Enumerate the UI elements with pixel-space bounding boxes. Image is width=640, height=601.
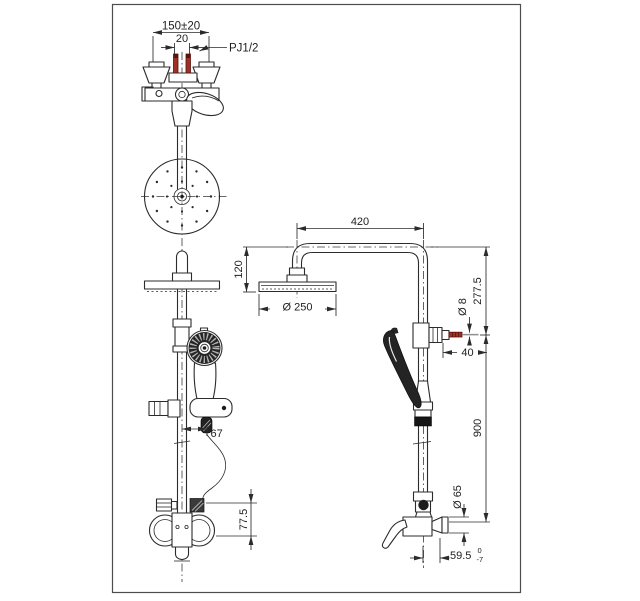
rain-head-side [258, 281, 337, 293]
dim-supply-width: 150±20 [162, 21, 200, 33]
dim-wall-offset-tol-lo: -7 [477, 555, 484, 564]
supply-inlet-pins [168, 53, 198, 83]
side-view [258, 240, 479, 568]
plan-view [141, 52, 228, 582]
dim-riser-span: 900 [472, 419, 484, 437]
rain-head-plan [143, 158, 221, 235]
hand-shower-side [383, 327, 422, 409]
spray-holes [151, 166, 213, 227]
dim-wall-offset: 59.5 [450, 550, 471, 562]
dim-arm-reach: 420 [351, 216, 369, 228]
dim-diverter-drop: 77.5 [238, 509, 250, 530]
mixer-lever [381, 519, 408, 549]
wall-bracket-side [412, 322, 479, 349]
hand-shower-holder [189, 397, 233, 418]
hand-shower-handle [193, 362, 217, 402]
thread-spec-label: PJ1/2 [229, 43, 258, 55]
dim-head-dia: Ø 250 [283, 302, 313, 314]
diverter [155, 498, 205, 520]
shower-arm [291, 242, 429, 282]
dimensions: 150±20 20 PJ1/2 420 120 Ø 250 277.5 [152, 21, 490, 564]
dim-pin-len: 40 [461, 347, 473, 359]
dim-escutcheon-dia: Ø 65 [452, 485, 464, 509]
hand-shower-face [186, 327, 223, 367]
mixer-valve-front [148, 512, 216, 562]
dim-wall-offset-tol-hi: 0 [478, 546, 482, 555]
front-view [143, 250, 233, 562]
dim-pin-dia: Ø 8 [457, 298, 469, 316]
dim-upper-span: 277.5 [472, 277, 484, 305]
dim-inlet-spacing: 20 [176, 33, 188, 45]
shower-hose [202, 433, 227, 500]
mixer-valve-side [381, 516, 449, 549]
dim-hose-offset: 67 [211, 428, 223, 440]
wall-bracket [148, 399, 181, 418]
dim-head-drop: 120 [233, 260, 245, 278]
